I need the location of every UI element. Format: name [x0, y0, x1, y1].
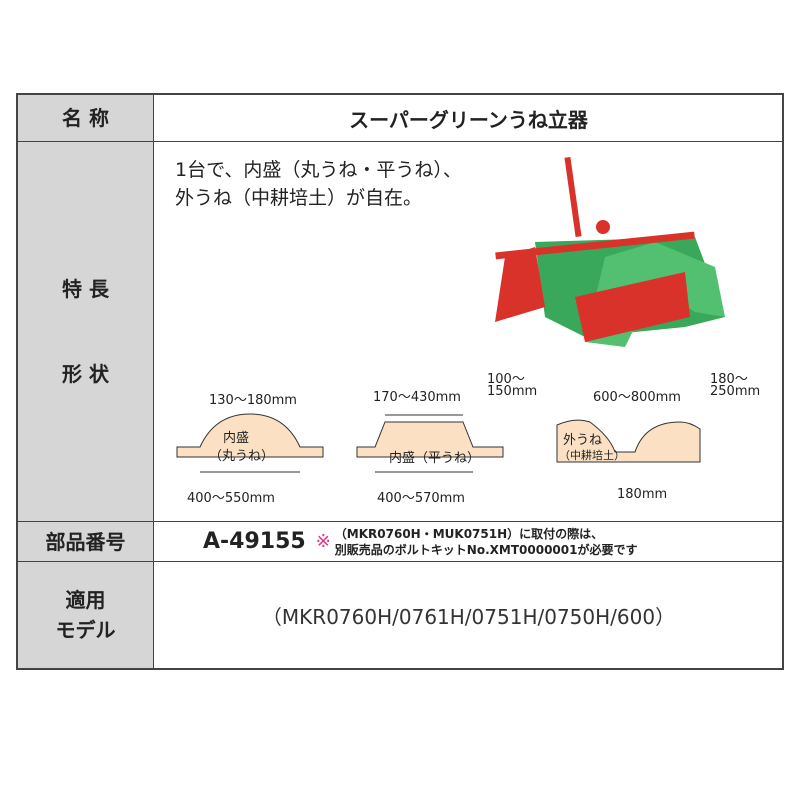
- label-features: 特 長: [62, 277, 109, 301]
- label-name: 名 称: [18, 95, 154, 141]
- diagram-round-ridge: [176, 413, 324, 473]
- flat-label: 内盛（平うね）: [389, 451, 481, 466]
- features-line-1: 1台で、内盛（丸うね・平うね）、: [175, 159, 462, 181]
- features-cell: 1台で、内盛（丸うね・平うね）、 外うね（中耕培土）が自在。 130〜180mm…: [155, 142, 782, 521]
- diagram-flat-ridge: [356, 414, 504, 473]
- round-width: 400〜550mm: [187, 491, 275, 506]
- diagram-outer-ridge: [556, 419, 701, 463]
- flat-height-2: 150mm: [487, 384, 538, 399]
- flat-height-1: 100〜: [487, 372, 525, 387]
- outer-label-1: 外うね: [563, 433, 603, 448]
- flat-top-width: 170〜430mm: [373, 390, 461, 405]
- flat-width: 400〜570mm: [377, 491, 465, 506]
- outer-label-2: （中耕培土）: [559, 449, 625, 462]
- part-note-1: （MKR0760H・MUK0751H）に取付の際は、: [334, 526, 604, 541]
- outer-gap: 180mm: [617, 487, 668, 502]
- product-image: [495, 156, 725, 347]
- label-shape: 形 状: [62, 362, 109, 386]
- spec-table: 名 称 スーパーグリーンうね立器 特 長 形 状 1台で、内盛（丸うね・平うね）…: [16, 93, 784, 670]
- outer-height-2: 250mm: [710, 384, 761, 399]
- note-mark: ※: [315, 531, 331, 552]
- product-name: スーパーグリーンうね立器: [349, 107, 588, 132]
- round-height: 130〜180mm: [209, 393, 297, 408]
- part-cell: A-49155 ※ （MKR0760H・MUK0751H）に取付の際は、 別販売…: [155, 522, 782, 561]
- label-part-number: 部品番号: [18, 522, 154, 561]
- label-models: 適用 モデル: [18, 562, 154, 668]
- features-line-2: 外うね（中耕培土）が自在。: [175, 187, 423, 209]
- round-label-2: （丸うね）: [209, 449, 275, 464]
- part-note-2: 別販売品のボルトキットNo.XMT0000001が必要です: [334, 542, 638, 557]
- applicable-models: （MKR0760H/0761H/0751H/0750H/600）: [261, 604, 676, 629]
- round-label-1: 内盛: [223, 431, 250, 446]
- outer-height-1: 180〜: [710, 372, 748, 387]
- part-number: A-49155: [203, 529, 306, 554]
- outer-width: 600〜800mm: [593, 390, 681, 405]
